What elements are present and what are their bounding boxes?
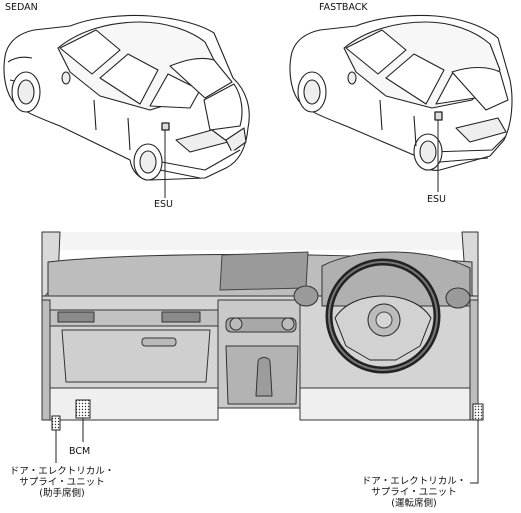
sedan-esu-label: ESU (154, 199, 173, 210)
passenger-door-electrical-unit (51, 415, 61, 431)
passenger-unit-label-line3: (助手席側) (39, 488, 85, 499)
bcm-label: BCM (69, 446, 91, 457)
bcm-unit (75, 399, 91, 419)
driver-unit-label-line3: (運転席側) (391, 498, 437, 509)
passenger-unit-label: ドア・エレクトリカル・ サプライ・ユニット (助手席側) (2, 466, 122, 499)
fastback-title: FASTBACK (319, 2, 368, 13)
driver-unit-label: ドア・エレクトリカル・ サプライ・ユニット (運転席側) (352, 476, 476, 509)
passenger-unit-label-line1: ドア・エレクトリカル・ (9, 466, 115, 477)
fastback-car-illustration (289, 14, 513, 171)
fastback-esu-label: ESU (427, 194, 446, 205)
sedan-car-illustration (3, 14, 250, 181)
driver-door-electrical-unit (472, 403, 484, 421)
driver-unit-label-line2: サプライ・ユニット (371, 487, 457, 498)
driver-unit-leader-line (470, 420, 479, 484)
passenger-unit-label-line2: サプライ・ユニット (19, 477, 105, 488)
sedan-title: SEDAN (5, 2, 38, 13)
dashboard-illustration (41, 231, 479, 421)
driver-unit-label-line1: ドア・エレクトリカル・ (361, 476, 467, 487)
